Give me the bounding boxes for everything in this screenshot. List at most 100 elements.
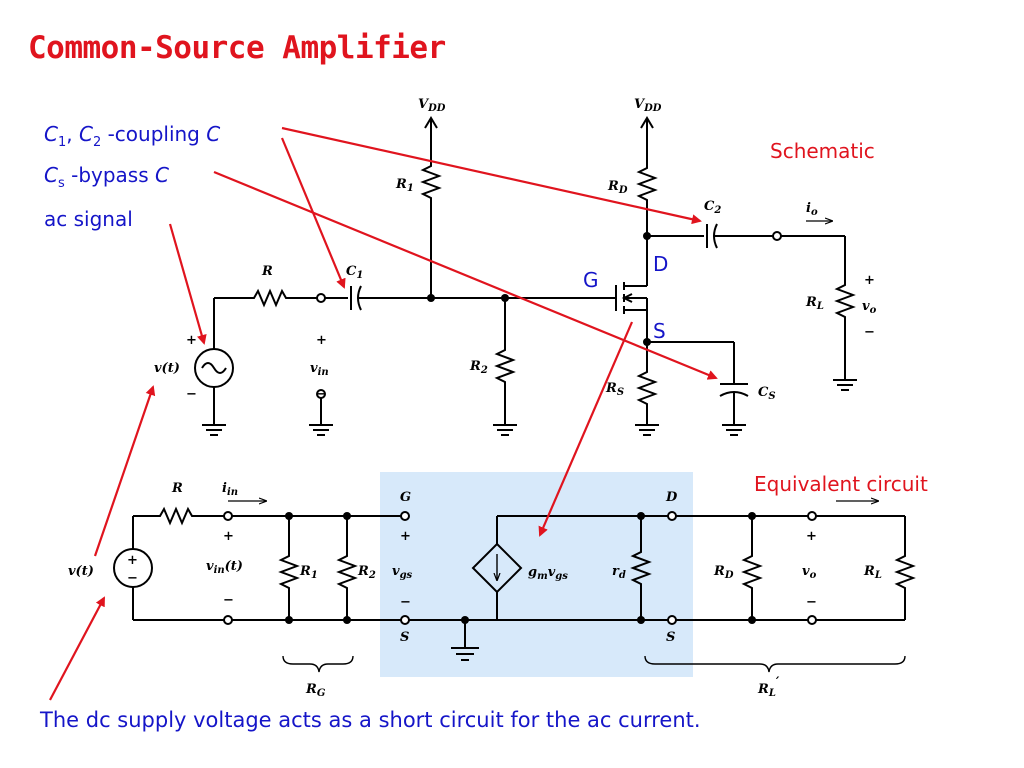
- svg-text:+: +: [316, 333, 327, 348]
- svg-text:−: −: [223, 593, 234, 608]
- rl-prime-brace: [644, 655, 906, 673]
- source-right-terminal: [667, 615, 677, 625]
- svg-text:RD: RD: [607, 179, 628, 196]
- svg-text:+: +: [223, 529, 234, 544]
- svg-text:+: +: [864, 273, 875, 288]
- bypass-capacitor-label: Cs -bypass C: [44, 163, 169, 191]
- svg-text:vin(t): vin(t): [206, 559, 243, 576]
- ground-icon: [722, 424, 746, 436]
- ac-signal-label: ac signal: [44, 207, 133, 231]
- r-equivalent-resistor: [156, 506, 224, 526]
- equivalent-labels: R iin v(t) + vin(t) − R1 R2 G + vgs − S …: [68, 481, 882, 699]
- ground-icon: [493, 424, 517, 436]
- equivalent-circuit: [113, 506, 916, 673]
- svg-text:VDD: VDD: [418, 97, 446, 114]
- ground-icon: [635, 424, 659, 436]
- ground-icon: [451, 647, 479, 661]
- svg-text:RG: RG: [305, 682, 326, 699]
- svg-text:vin: vin: [310, 361, 329, 378]
- svg-text:−: −: [864, 325, 875, 340]
- svg-text:−: −: [127, 571, 138, 586]
- svg-text:−: −: [400, 595, 411, 610]
- schematic-labels: VDD VDD R1 RD R C1 C2 io + − v(t) + vin …: [154, 97, 877, 402]
- svg-text:S: S: [666, 630, 675, 645]
- svg-text:−: −: [806, 595, 817, 610]
- vin-terminal: [316, 293, 326, 303]
- rd-equivalent-resistor: [741, 516, 763, 620]
- mosfet-model-box: [380, 472, 693, 677]
- drain-label: D: [653, 252, 669, 276]
- schematic-nodes: [427, 232, 651, 346]
- svg-text:G: G: [400, 490, 411, 505]
- equivalent-circuit-label: Equivalent circuit: [754, 472, 928, 496]
- coupling-capacitors-label: C1, C2 -coupling C: [44, 122, 221, 150]
- svg-text:+: +: [186, 333, 197, 348]
- r-input-resistor: [250, 288, 318, 308]
- schematic-label: Schematic: [770, 139, 875, 163]
- svg-text:+: +: [127, 553, 138, 568]
- svg-text:iin: iin: [222, 481, 238, 498]
- cs-plate-b: [719, 391, 749, 397]
- svg-text:−: −: [186, 387, 197, 402]
- svg-text:+: +: [400, 529, 411, 544]
- svg-text:D: D: [665, 490, 678, 505]
- source-label: S: [653, 319, 666, 343]
- svg-text:v(t): v(t): [154, 361, 180, 376]
- svg-text:R: R: [261, 264, 273, 279]
- svg-text:RD: RD: [713, 564, 734, 581]
- svg-text:CS: CS: [758, 385, 776, 402]
- svg-text:vgs: vgs: [392, 564, 413, 581]
- arrow-to-dependent-source: [538, 321, 634, 537]
- svg-text:v(t): v(t): [68, 564, 94, 579]
- svg-text:+: +: [806, 529, 817, 544]
- r1-equivalent-resistor: [278, 516, 300, 620]
- ground-icon: [202, 424, 226, 436]
- source-left-terminal: [400, 615, 410, 625]
- arrow-to-source: [168, 223, 207, 345]
- svg-text:gmvgs: gmvgs: [528, 565, 568, 582]
- vdd-left-arrow: [424, 116, 438, 129]
- ground-icon: [833, 379, 857, 391]
- svg-text:R2: R2: [469, 359, 488, 376]
- drain-terminal: [667, 511, 677, 521]
- rl-resistor: [834, 236, 856, 380]
- arrow-to-vt: [93, 385, 156, 557]
- r2-resistor: [494, 298, 516, 425]
- rg-brace: [282, 655, 354, 673]
- rl-equivalent-resistor: [894, 516, 916, 620]
- rd-small-resistor: [630, 516, 652, 620]
- page-title: Common-Source Amplifier: [28, 30, 446, 66]
- ground-icon: [309, 424, 333, 436]
- svg-text:RL: RL: [805, 295, 824, 312]
- svg-text:RL′: RL′: [757, 675, 780, 699]
- rd-resistor: [636, 162, 658, 282]
- svg-text:rd: rd: [612, 564, 626, 581]
- svg-text:R1: R1: [395, 177, 414, 194]
- arrow-to-vt-equivalent: [49, 596, 105, 701]
- r1-resistor: [420, 160, 442, 298]
- svg-text:RS: RS: [605, 381, 624, 398]
- svg-text:R: R: [171, 481, 183, 496]
- equivalent-nodes: [285, 512, 756, 624]
- svg-text:VDD: VDD: [634, 97, 662, 114]
- svg-text:R2: R2: [357, 564, 376, 581]
- svg-text:vo: vo: [862, 299, 877, 316]
- vo-terminal: [772, 231, 782, 241]
- svg-text:S: S: [400, 630, 409, 645]
- arrow-to-cs: [213, 170, 718, 380]
- gate-label: G: [583, 268, 599, 292]
- svg-text:C1: C1: [346, 264, 363, 281]
- svg-text:io: io: [806, 201, 818, 218]
- rs-resistor: [636, 342, 658, 425]
- arrow-to-c2: [281, 126, 702, 225]
- svg-text:RL: RL: [863, 564, 882, 581]
- svg-text:R1: R1: [299, 564, 318, 581]
- vdd-right-arrow: [640, 116, 654, 129]
- gate-terminal: [400, 511, 410, 521]
- svg-text:vo: vo: [802, 564, 817, 581]
- svg-text:C2: C2: [704, 199, 721, 216]
- sine-wave-icon: [201, 362, 227, 374]
- svg-text:−: −: [316, 387, 327, 402]
- annotation-arrows: [49, 126, 718, 701]
